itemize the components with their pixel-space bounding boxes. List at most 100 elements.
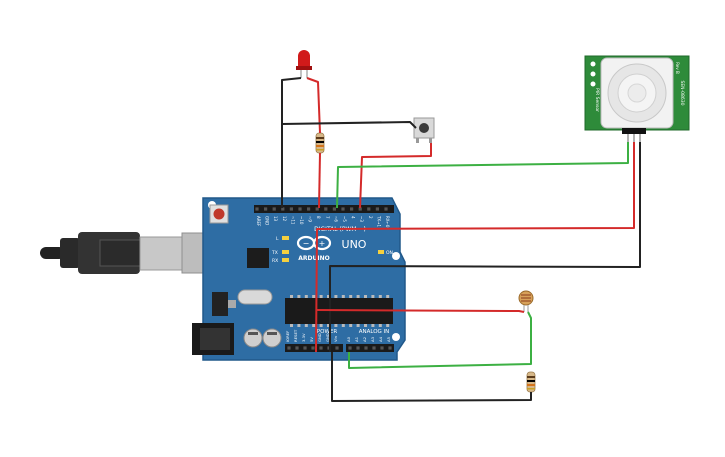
power-pin-label: GND xyxy=(325,333,330,342)
chip-pin xyxy=(304,324,308,327)
wire-pir-signal[interactable] xyxy=(336,142,629,209)
power-pin-hole[interactable] xyxy=(311,346,315,350)
led-resistor[interactable] xyxy=(315,132,325,154)
digital-pin-hole[interactable] xyxy=(281,207,285,211)
power-pin-label: IOREF xyxy=(285,331,290,342)
digital-pin-hole[interactable] xyxy=(307,207,311,211)
digital-pin-label: RX←0 xyxy=(385,216,390,228)
power-pin-hole[interactable] xyxy=(319,346,323,350)
wire-button-gnd[interactable] xyxy=(281,121,417,129)
photoresistor[interactable] xyxy=(518,290,534,312)
chip-pin xyxy=(319,324,323,327)
power-pin-hole[interactable] xyxy=(335,346,339,350)
digital-pin-hole[interactable] xyxy=(255,207,259,211)
chip-pin xyxy=(334,324,338,327)
chip-pin xyxy=(290,295,293,298)
digital-pin-label: ~10 xyxy=(299,216,304,225)
digital-pin-hole[interactable] xyxy=(324,207,328,211)
digital-pin-hole[interactable] xyxy=(272,207,276,211)
board-model: UNO xyxy=(342,238,367,251)
chip-pin xyxy=(356,324,360,327)
led-rx-label: RX xyxy=(272,258,278,264)
wire-pir-power[interactable] xyxy=(315,142,635,353)
power-pin-label: 3.3V xyxy=(301,333,306,342)
wires xyxy=(281,77,641,402)
digital-pin-hole[interactable] xyxy=(264,207,268,211)
led-rx-indicator xyxy=(282,258,289,262)
digital-pin-hole[interactable] xyxy=(350,207,354,211)
digital-pin-hole[interactable] xyxy=(375,207,379,211)
digital-pin-label: ~6 xyxy=(333,216,338,222)
chip-pin xyxy=(386,295,390,298)
analog-pin-hole[interactable] xyxy=(364,346,368,350)
chip-pin xyxy=(356,295,360,298)
led-tx-label: TX xyxy=(271,250,278,256)
digital-pin-label: TX→1 xyxy=(376,215,381,228)
wire-button-signal[interactable] xyxy=(359,143,432,209)
chip-pin xyxy=(349,295,353,298)
wire-ldr-power[interactable] xyxy=(316,309,525,313)
digital-pin-hole[interactable] xyxy=(341,207,345,211)
chip-pin xyxy=(378,295,382,298)
svg-text:+: + xyxy=(319,239,326,248)
usb-chip xyxy=(247,248,269,268)
chip-pin xyxy=(349,324,353,327)
power-pin-hole[interactable] xyxy=(303,346,307,350)
analog-pin-hole[interactable] xyxy=(388,346,392,350)
led-on-indicator xyxy=(378,250,384,254)
analog-pin-label: A2 xyxy=(362,336,367,342)
analog-pin-hole[interactable] xyxy=(356,346,360,350)
chip-pin xyxy=(312,324,316,327)
wire-ldr-signal[interactable] xyxy=(348,311,532,369)
reset-button-cap[interactable] xyxy=(213,208,225,220)
chip-pin xyxy=(371,324,375,327)
analog-pin-hole[interactable] xyxy=(348,346,352,350)
pir-model-text: SEN-08630 xyxy=(679,80,685,105)
analog-header xyxy=(346,344,394,352)
chip-pin xyxy=(334,295,338,298)
digital-pin-hole[interactable] xyxy=(315,207,319,211)
digital-pin-label: AREF xyxy=(256,216,261,227)
led-tx-indicator xyxy=(282,250,289,254)
wire-led-anode[interactable] xyxy=(306,77,321,134)
digital-pin-hole[interactable] xyxy=(358,207,362,211)
chip-pin xyxy=(364,295,367,298)
power-pin-hole[interactable] xyxy=(295,346,299,350)
wire-pir-gnd[interactable] xyxy=(329,142,641,352)
chip-pin xyxy=(297,295,301,298)
digital-pin-hole[interactable] xyxy=(384,207,388,211)
digital-pin-label: ~5 xyxy=(342,216,347,222)
pir-sensor[interactable]: SEN-08630 PIR Sensor Rev B xyxy=(584,55,690,142)
ldr-resistor[interactable] xyxy=(526,371,536,393)
chip-pin xyxy=(290,324,293,327)
analog-pin-hole[interactable] xyxy=(380,346,384,350)
digital-pin-label: 8 xyxy=(316,216,321,219)
power-header-label: POWER xyxy=(317,329,338,335)
mount-hole xyxy=(392,252,400,260)
red-led[interactable] xyxy=(296,50,312,78)
digital-pin-label: 7 xyxy=(325,216,330,219)
analog-pin-label: A5 xyxy=(386,336,391,342)
power-pin-label: GND xyxy=(317,333,322,342)
digital-header xyxy=(254,205,394,213)
digital-pin-hole[interactable] xyxy=(298,207,302,211)
digital-pin-label: 4 xyxy=(351,216,356,219)
led-l-label: L xyxy=(276,236,279,242)
wire-ldr-gnd[interactable] xyxy=(331,352,532,402)
wire-led-gnd[interactable] xyxy=(281,77,302,208)
digital-pin-hole[interactable] xyxy=(332,207,336,211)
power-pin-hole[interactable] xyxy=(287,346,291,350)
digital-pin-label: 13 xyxy=(273,216,278,222)
digital-pin-hole[interactable] xyxy=(367,207,371,211)
power-pin-label: Vin xyxy=(333,335,338,342)
push-button[interactable] xyxy=(413,117,435,143)
digital-pin-label: 12 xyxy=(282,216,287,222)
digital-pin-hole[interactable] xyxy=(289,207,293,211)
analog-header-label: ANALOG IN xyxy=(359,329,390,335)
wire-resistor-pin[interactable] xyxy=(318,152,321,209)
analog-pin-hole[interactable] xyxy=(372,346,376,350)
arduino-logo: − + xyxy=(296,235,332,251)
chip-pin xyxy=(297,324,301,327)
